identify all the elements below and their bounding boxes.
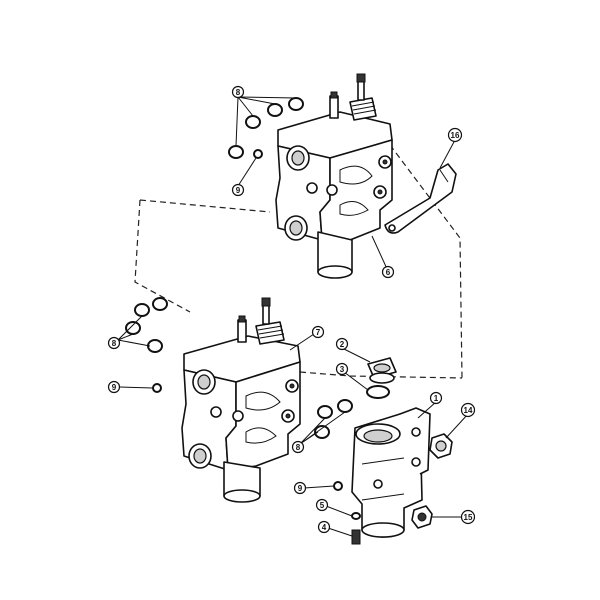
svg-text:3: 3: [340, 365, 345, 374]
svg-text:15: 15: [464, 513, 473, 522]
svg-text:16: 16: [451, 131, 460, 140]
plug-and-seal: [366, 357, 397, 399]
svg-text:1: 1: [434, 394, 439, 403]
callout-8-upper: 8: [231, 85, 245, 99]
callout-14: 14: [460, 402, 476, 418]
screw-4: [351, 529, 361, 545]
housing-o-rings: [314, 399, 353, 491]
callout-3: 3: [335, 362, 349, 376]
upper-valve-section: [275, 73, 393, 279]
callout-6: 6: [381, 265, 395, 279]
svg-text:7: 7: [316, 328, 321, 337]
callout-9-upper: 9: [231, 183, 245, 197]
svg-text:9: 9: [112, 383, 117, 392]
svg-text:4: 4: [322, 523, 327, 532]
callout-1: 1: [429, 391, 443, 405]
svg-text:8: 8: [296, 443, 301, 452]
callout-5: 5: [315, 498, 329, 512]
callout-2: 2: [335, 337, 349, 351]
valve-housing: [351, 407, 431, 538]
svg-text:6: 6: [386, 268, 391, 277]
callout-8-lower-left: 8: [107, 336, 121, 350]
washer-5: [351, 512, 361, 520]
callout-leaders: [117, 96, 469, 537]
callout-9-housing: 9: [293, 481, 307, 495]
callout-4: 4: [317, 520, 331, 534]
callout-8-housing: 8: [291, 440, 305, 454]
svg-text:8: 8: [236, 88, 241, 97]
callout-16: 16: [447, 127, 463, 143]
callout-15: 15: [460, 509, 476, 525]
lower-valve-section: [181, 297, 301, 503]
valve-bracket-strap: [384, 163, 457, 234]
assembly-outline-dashed: [134, 144, 463, 379]
callout-7: 7: [311, 325, 325, 339]
svg-text:14: 14: [464, 406, 473, 415]
svg-text:8: 8: [112, 339, 117, 348]
svg-text:9: 9: [298, 484, 303, 493]
svg-text:5: 5: [320, 501, 325, 510]
callout-9-lower-left: 9: [107, 380, 121, 394]
svg-text:2: 2: [340, 340, 345, 349]
svg-text:9: 9: [236, 186, 241, 195]
